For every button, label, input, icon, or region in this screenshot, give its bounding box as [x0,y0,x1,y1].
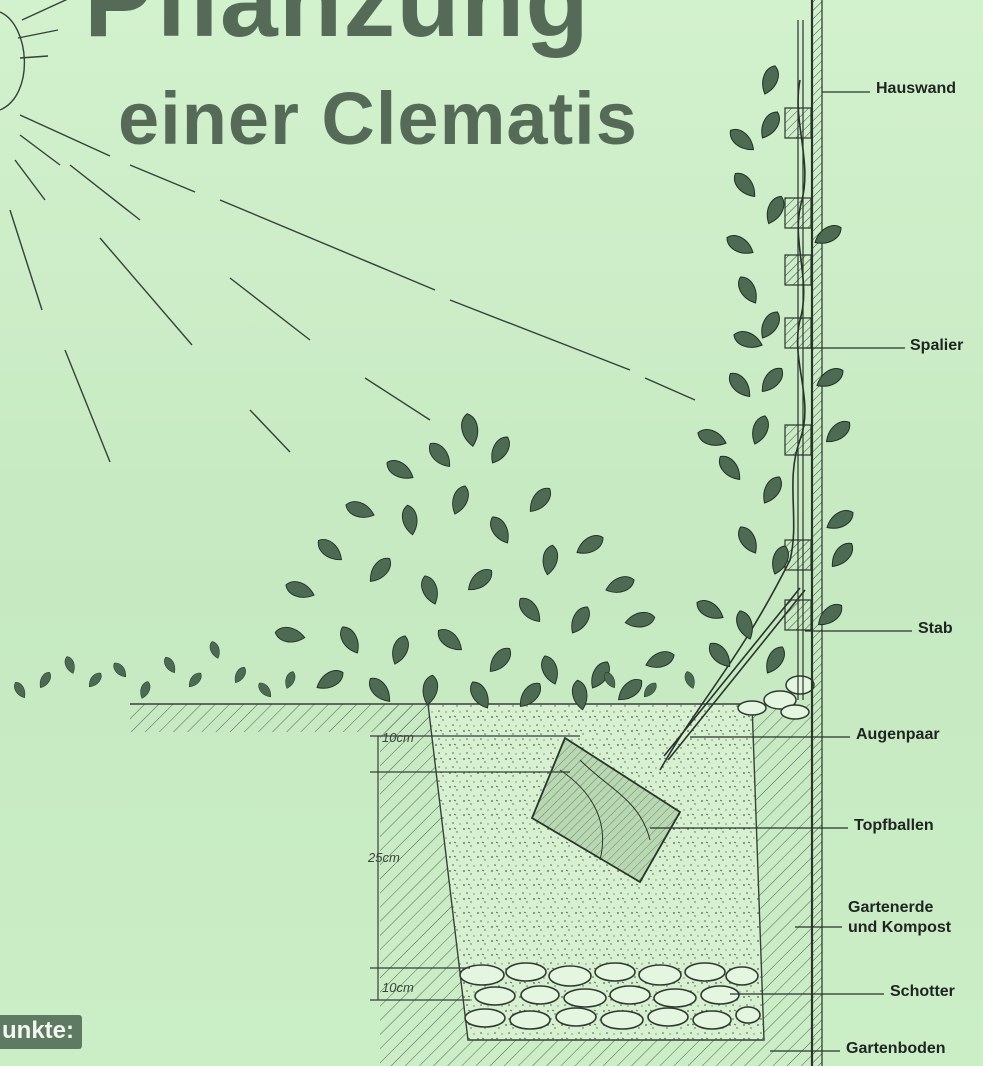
dimension-top: 10cm [382,730,414,745]
label-gartenboden: Gartenboden [846,1040,946,1058]
sun-icon [0,0,695,462]
label-gartenerde: Gartenerde und Kompost [848,898,951,938]
label-stab: Stab [918,620,953,638]
page-subtitle: einer Clematis [118,76,638,161]
shrub [274,412,677,711]
label-augenpaar: Augenpaar [856,726,940,744]
label-hauswand: Hauswand [876,80,956,98]
section-badge: unkte: [0,1015,82,1049]
dimension-bottom: 10cm [382,980,414,995]
page-title: Pflanzung [84,0,590,61]
label-topfballen: Topfballen [854,817,934,835]
label-spalier: Spalier [910,337,963,355]
dimension-middle: 25cm [368,850,400,865]
label-schotter: Schotter [890,983,955,1001]
house-wall [812,0,822,1066]
clematis-foliage [693,63,857,676]
support-stick [660,80,805,770]
